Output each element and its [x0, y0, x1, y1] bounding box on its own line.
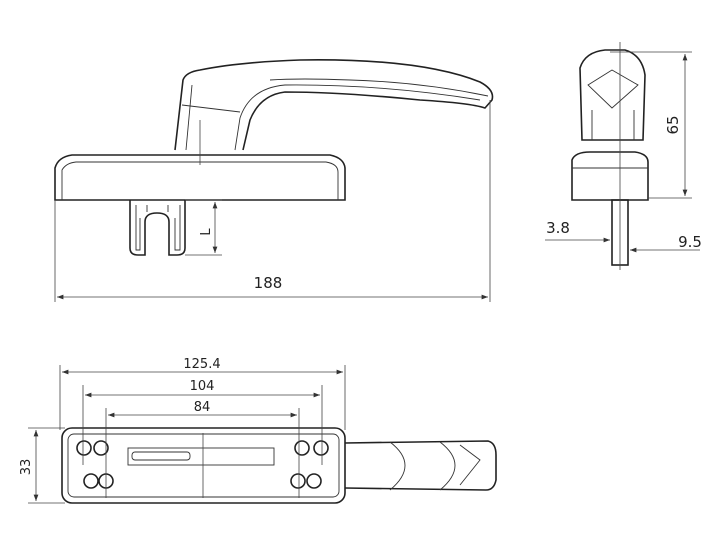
overall-length-label: 188 — [254, 274, 283, 292]
slot-depth-label: L — [199, 228, 214, 236]
height-label: 65 — [664, 115, 682, 134]
hole-span-inner-label: 84 — [194, 400, 211, 415]
top-view: 125.4 104 84 33 — [19, 357, 497, 504]
shaft-offset-label: 3.8 — [546, 219, 570, 237]
hole-span-outer-label: 104 — [190, 379, 215, 394]
shaft-width-label: 9.5 — [678, 233, 702, 251]
plate-height-label: 33 — [19, 459, 34, 476]
outer-width-label: 125.4 — [183, 357, 220, 372]
side-view: 65 3.8 9.5 — [545, 42, 702, 270]
front-view: L 188 — [54, 59, 494, 302]
